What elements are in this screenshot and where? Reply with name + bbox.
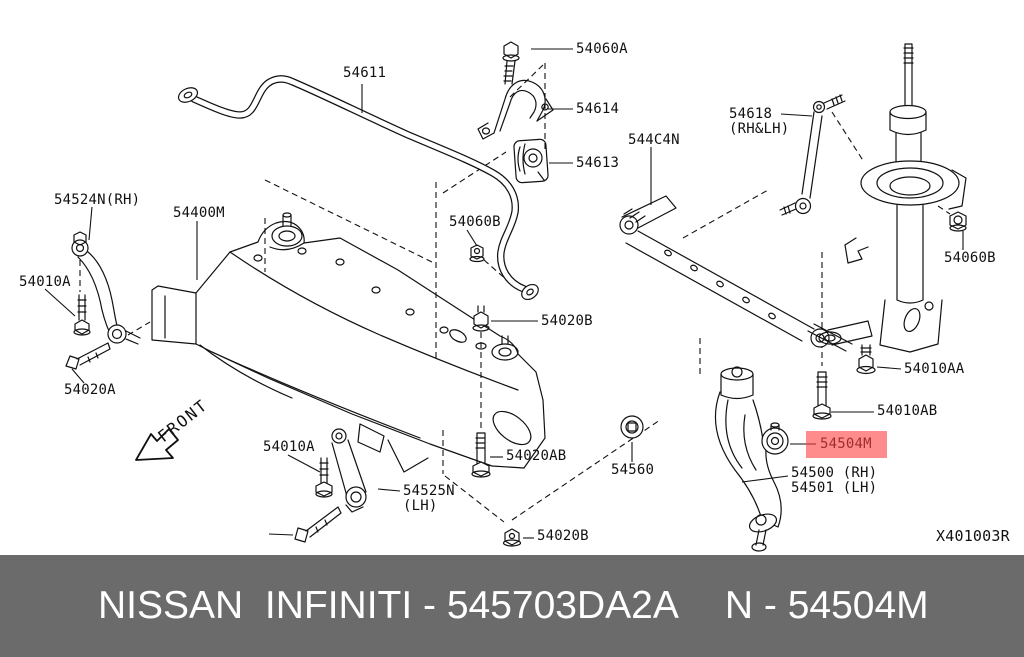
rear-mount-bushing-drawing [807,323,853,352]
part-label-54010AB[interactable]: 54010AB [877,403,938,419]
bolt-54010AA-drawing [856,344,876,375]
nut-54020B-mid-drawing [472,305,490,332]
footer-reference-number: N - 54504M [724,584,929,627]
part-label-54010A-mid[interactable]: 54010A [263,439,315,455]
diagram-ref-code: X401003R [936,527,1010,545]
part-label-54060B-mid[interactable]: 54060B [449,214,501,230]
part-label-54614[interactable]: 54614 [576,101,620,117]
part-label-54504M[interactable]: 54504M [820,436,872,452]
part-label-54613[interactable]: 54613 [576,155,620,171]
part-label-54020AB[interactable]: 54020AB [506,448,567,464]
stabilizer-link-54618-drawing [779,94,846,216]
link-54525N-drawing [294,428,367,543]
part-label-54400M[interactable]: 54400M [173,205,225,221]
nut-54060B-right-drawing [949,211,967,232]
brace-544C4N-drawing [619,195,873,348]
footer-banner: NISSAN INFINITI - 545703DA2A N - 54504M [0,555,1024,657]
stabilizer-bar-drawing [177,75,539,301]
suspension-diagram-drawing [44,41,967,552]
crossmember-54400M-drawing [151,212,546,473]
bracket-54614-drawing [477,79,554,140]
bolt-54010AB-drawing [812,371,832,420]
strut-assembly-drawing [844,43,967,353]
damper-54560-drawing [620,415,644,439]
part-label-54560[interactable]: 54560 [611,462,655,478]
nut-54060B-mid-drawing [469,244,485,263]
part-label-54060A[interactable]: 54060A [576,41,628,57]
part-label-54500-54501[interactable]: 54500 (RH) 54501 (LH) [791,465,878,496]
part-label-54020B-mid[interactable]: 54020B [541,313,593,329]
bushing-54504M-drawing [761,422,789,455]
part-label-54524N[interactable]: 54524N(RH) [54,192,141,208]
part-label-54020B-bottom[interactable]: 54020B [537,528,589,544]
front-arrow-icon [135,428,179,461]
footer-brand-part-number: NISSAN INFINITI - 545703DA2A [98,584,679,627]
bolt-54020AB-drawing [471,432,491,478]
part-label-54525N[interactable]: 54525N (LH) [403,483,455,514]
label-leader-lines [44,48,964,539]
bolt-54060A-drawing [502,41,520,85]
part-label-54020A-left[interactable]: 54020A [64,382,116,398]
part-label-544C4N[interactable]: 544C4N [628,132,680,148]
nut-54020B-bottom-drawing [502,528,522,547]
link-54524N-drawing [65,231,141,370]
bushing-54613-drawing [513,138,549,184]
part-label-54010A-left[interactable]: 54010A [19,274,71,290]
part-label-54010AA[interactable]: 54010AA [904,361,965,377]
part-label-54611[interactable]: 54611 [343,65,387,81]
control-arm-54500-drawing [714,366,782,552]
part-label-54618[interactable]: 54618 (RH&LH) [729,106,790,137]
part-label-54060B-right[interactable]: 54060B [944,250,996,266]
